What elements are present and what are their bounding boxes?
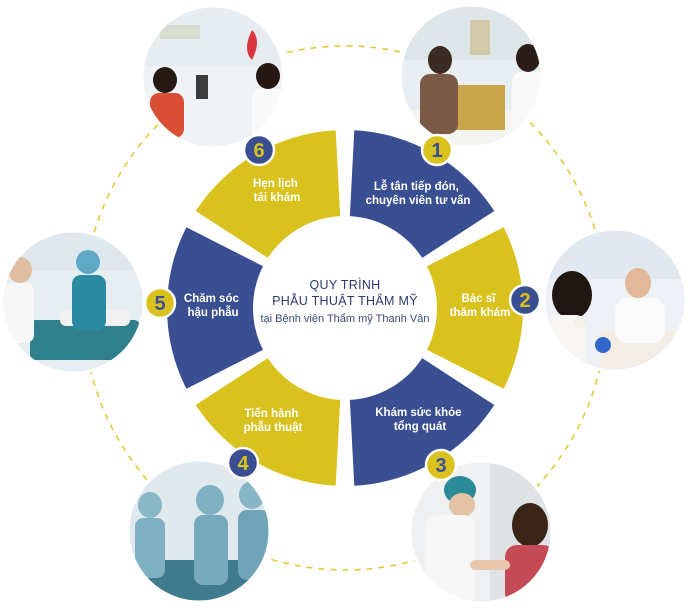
step-6-line1: Hẹn lịch [253, 178, 298, 190]
step-2-line1: Bác sĩ [461, 293, 496, 305]
ring-segments [167, 130, 523, 486]
badge-2-number: 2 [519, 290, 530, 312]
center-subtitle: tại Bệnh viện Thẩm mỹ Thanh Vân [261, 313, 430, 325]
health-check-photo-frame [408, 459, 554, 605]
segment-step-6 [195, 130, 341, 258]
follow-up-photo [142, 6, 284, 148]
segment-step-2 [426, 227, 523, 389]
badge-5: 5 [143, 286, 177, 320]
badge-4-number: 4 [237, 453, 249, 475]
reception-photo [400, 5, 542, 147]
badge-3: 3 [424, 448, 458, 482]
step-1-label: Lễ tân tiếp đón, chuyên viên tư vấn [366, 180, 471, 207]
doctor-consultation-photo-frame [542, 227, 688, 373]
step-2-label: Bác sĩ thăm khám [450, 293, 511, 319]
badge-6: 6 [242, 133, 276, 167]
step-5-line2: hậu phẫu [187, 306, 238, 319]
badge-5-number: 5 [154, 293, 165, 315]
step-3-label: Khám sức khỏe tổng quát [375, 407, 465, 433]
step-5-label: Chăm sóc hậu phẫu [184, 293, 242, 319]
center-title-line1: QUY TRÌNH [310, 277, 381, 292]
badge-6-number: 6 [253, 140, 264, 162]
follow-up-photo-frame [140, 4, 286, 150]
center-title-line2: PHẪU THUẬT THẨM MỸ [272, 293, 418, 308]
step-2-line2: thăm khám [450, 307, 511, 319]
step-4-line1: Tiến hành [244, 408, 298, 420]
surgery-photo-frame [126, 458, 272, 604]
step-6-label: Hẹn lịch tái khám [253, 178, 301, 204]
step-4-label: Tiến hành phẫu thuật [244, 408, 303, 434]
post-op-care-photo [2, 231, 144, 373]
segment-labels: Lễ tân tiếp đón, chuyên viên tư vấn Bác … [184, 178, 510, 434]
step-1-line1: Lễ tân tiếp đón, [374, 180, 459, 193]
step-5-line1: Chăm sóc [184, 293, 240, 305]
step-1-line2: chuyên viên tư vấn [366, 195, 471, 207]
badge-1-number: 1 [431, 140, 442, 162]
step-6-line2: tái khám [254, 192, 301, 204]
step-3-line2: tổng quát [394, 421, 447, 433]
segment-step-1 [349, 130, 495, 258]
reception-photo-frame [398, 3, 544, 149]
segment-step-3 [349, 358, 495, 486]
badge-4: 4 [226, 446, 260, 480]
badge-1: 1 [420, 133, 454, 167]
badge-3-number: 3 [435, 455, 446, 477]
segment-step-4 [195, 358, 341, 486]
step-4-line2: phẫu thuật [244, 421, 303, 434]
step-3-line1: Khám sức khỏe [375, 407, 461, 419]
badge-2: 2 [508, 283, 542, 317]
segment-step-5 [167, 227, 264, 389]
